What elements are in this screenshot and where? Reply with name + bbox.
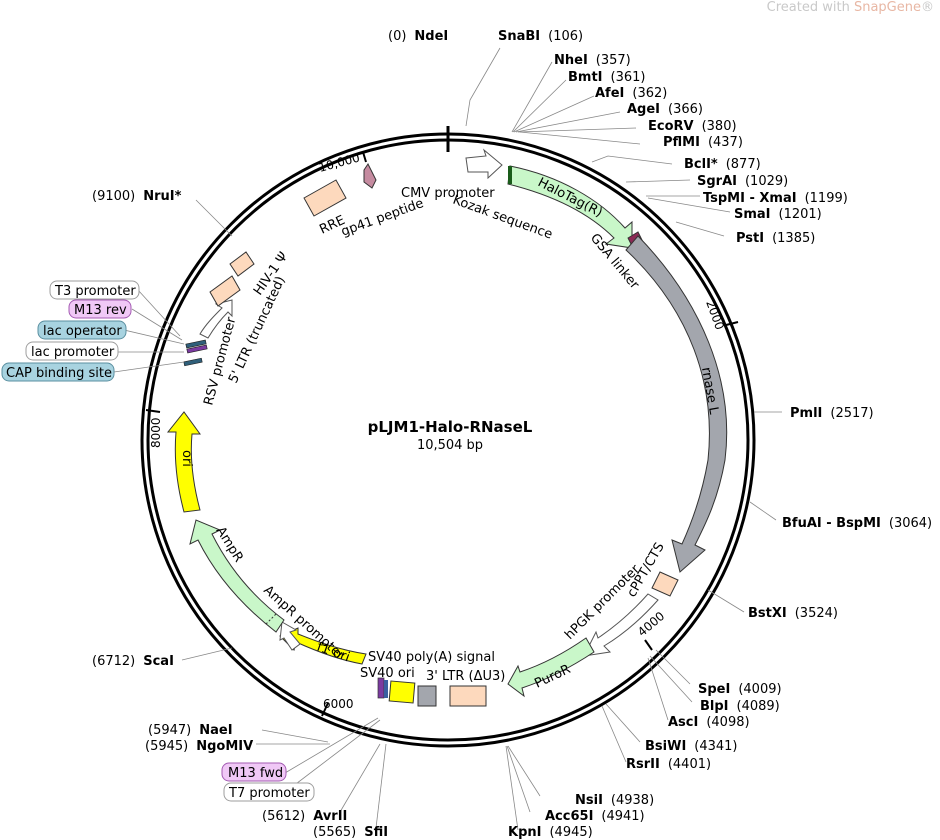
box-m13-fwd: M13 fwd <box>221 762 287 782</box>
5ltr-box <box>209 275 241 307</box>
site-ndei: (0)NdeI <box>388 29 448 44</box>
site-sgrai: SgrAI(1029) <box>697 174 788 189</box>
svg-text:M13 rev: M13 rev <box>74 303 127 318</box>
svg-text:M13 fwd: M13 fwd <box>228 766 283 781</box>
halotag-label: HaloTag(R) <box>535 175 605 220</box>
tick-2000 <box>725 321 739 326</box>
gp41-arrow <box>363 163 377 189</box>
hiv1-psi-box <box>229 251 255 277</box>
svg-text:lac operator: lac operator <box>43 324 122 339</box>
site-rsrii: RsrII(4401) <box>626 757 711 772</box>
site-acc65i: Acc65I(4941) <box>545 809 645 824</box>
site-ngomiv: (5945)NgoMIV <box>145 739 253 754</box>
m13-rev-mark <box>186 344 208 354</box>
site-bstxi: BstXI(3524) <box>748 606 838 621</box>
site-ecorv: EcoRV(380) <box>648 119 737 134</box>
sv40-ori-box <box>388 680 416 704</box>
site-bmti: BmtI(361) <box>568 70 645 85</box>
site-psti: PstI(1385) <box>736 231 815 246</box>
site-agei: AgeI(366) <box>627 102 703 117</box>
svg-text:CAP binding site: CAP binding site <box>6 366 112 381</box>
gp41-label: gp41 peptide <box>339 196 426 240</box>
halotag-arrow <box>507 165 633 249</box>
site-scai: (6712)ScaI <box>92 654 174 669</box>
box-m13-rev: M13 rev <box>68 299 132 319</box>
kozak-mark <box>508 166 512 184</box>
sv40-polya-label: SV40 poly(A) signal <box>368 650 495 665</box>
rnasel-arrow <box>625 235 728 573</box>
3ltr-label: 3' LTR (ΔU3) <box>426 669 505 684</box>
site-bfuai-bspmi: BfuAI - BspMI(3064) <box>782 516 932 531</box>
cap-site-mark <box>183 357 203 367</box>
site-avrii: (5612)AvrII <box>262 809 347 824</box>
site-blpi: BlpI(4089) <box>700 699 780 714</box>
box-t7-promoter: T7 promoter <box>223 782 315 802</box>
svg-text:T7 promoter: T7 promoter <box>228 786 310 801</box>
plasmid-name: pLJM1-Halo-RNaseL <box>368 418 533 436</box>
cmv-label: CMV promoter <box>401 186 495 201</box>
site-leaders <box>181 47 782 831</box>
tick-4000 <box>644 639 653 651</box>
site-afei: AfeI(362) <box>595 86 667 101</box>
sv40-polya-box <box>417 685 437 707</box>
kozak-label: Kozak sequence <box>451 193 555 243</box>
box-cap-binding-site: CAP binding site <box>1 362 115 382</box>
ampr-promoter-arrow <box>279 621 301 651</box>
cppt-cts-box <box>651 571 679 597</box>
site-nrui: (9100)NruI* <box>92 189 182 204</box>
puror-arrow <box>507 637 595 698</box>
site-pflmi: PflMI(437) <box>663 135 743 150</box>
tick-label-6000: 6000 <box>323 697 354 711</box>
ori-label: ori <box>179 450 194 467</box>
snapgene-watermark: Created with SnapGene® <box>766 0 934 15</box>
box-t3-promoter: T3 promoter <box>49 280 140 300</box>
site-kpni: KpnI(4945) <box>508 825 593 840</box>
tick-6000 <box>321 702 329 717</box>
site-nsii: NsiI(4938) <box>575 793 654 808</box>
ampr-arrow <box>189 519 285 633</box>
site-sfii: (5565)SfiI <box>313 825 388 840</box>
plasmid-size: 10,504 bp <box>417 438 483 453</box>
cmv-promoter-arrow <box>465 148 503 180</box>
box-leaders <box>113 289 381 794</box>
ori-arrow <box>166 411 201 513</box>
site-naei: (5947)NaeI <box>148 723 233 738</box>
site-spei: SpeI(4009) <box>698 682 782 697</box>
lac-operator-mark <box>185 339 207 349</box>
tick-10000 <box>362 151 367 163</box>
hpgk-label: hPGK promoter <box>562 562 643 643</box>
tick-8000 <box>145 409 161 413</box>
site-tspmi-xmai: TspMI - XmaI(1199) <box>703 191 848 206</box>
sv40-marker-purple <box>377 677 385 699</box>
sv40-marker-blue <box>384 680 388 698</box>
site-smai: SmaI(1201) <box>734 207 822 222</box>
svg-text:lac promoter: lac promoter <box>31 345 115 360</box>
site-nhei: NheI(357) <box>554 53 631 68</box>
rre-box <box>303 179 347 217</box>
site-asci: AscI(4098) <box>668 715 750 730</box>
box-lac-promoter: lac promoter <box>25 341 119 361</box>
box-lac-operator: lac operator <box>37 320 127 340</box>
site-pmli: PmlI(2517) <box>790 406 874 421</box>
site-snabi: SnaBI(106) <box>498 29 583 44</box>
3ltr-box <box>449 685 487 707</box>
site-bsiwi: BsiWI(4341) <box>645 739 738 754</box>
site-bcli: BclI*(877) <box>684 157 761 172</box>
rsv-promoter-arrow <box>199 299 233 339</box>
tick-label-8000: 8000 <box>149 417 163 448</box>
sv40-ori-label: SV40 ori <box>360 666 415 681</box>
svg-text:T3 promoter: T3 promoter <box>54 284 136 299</box>
